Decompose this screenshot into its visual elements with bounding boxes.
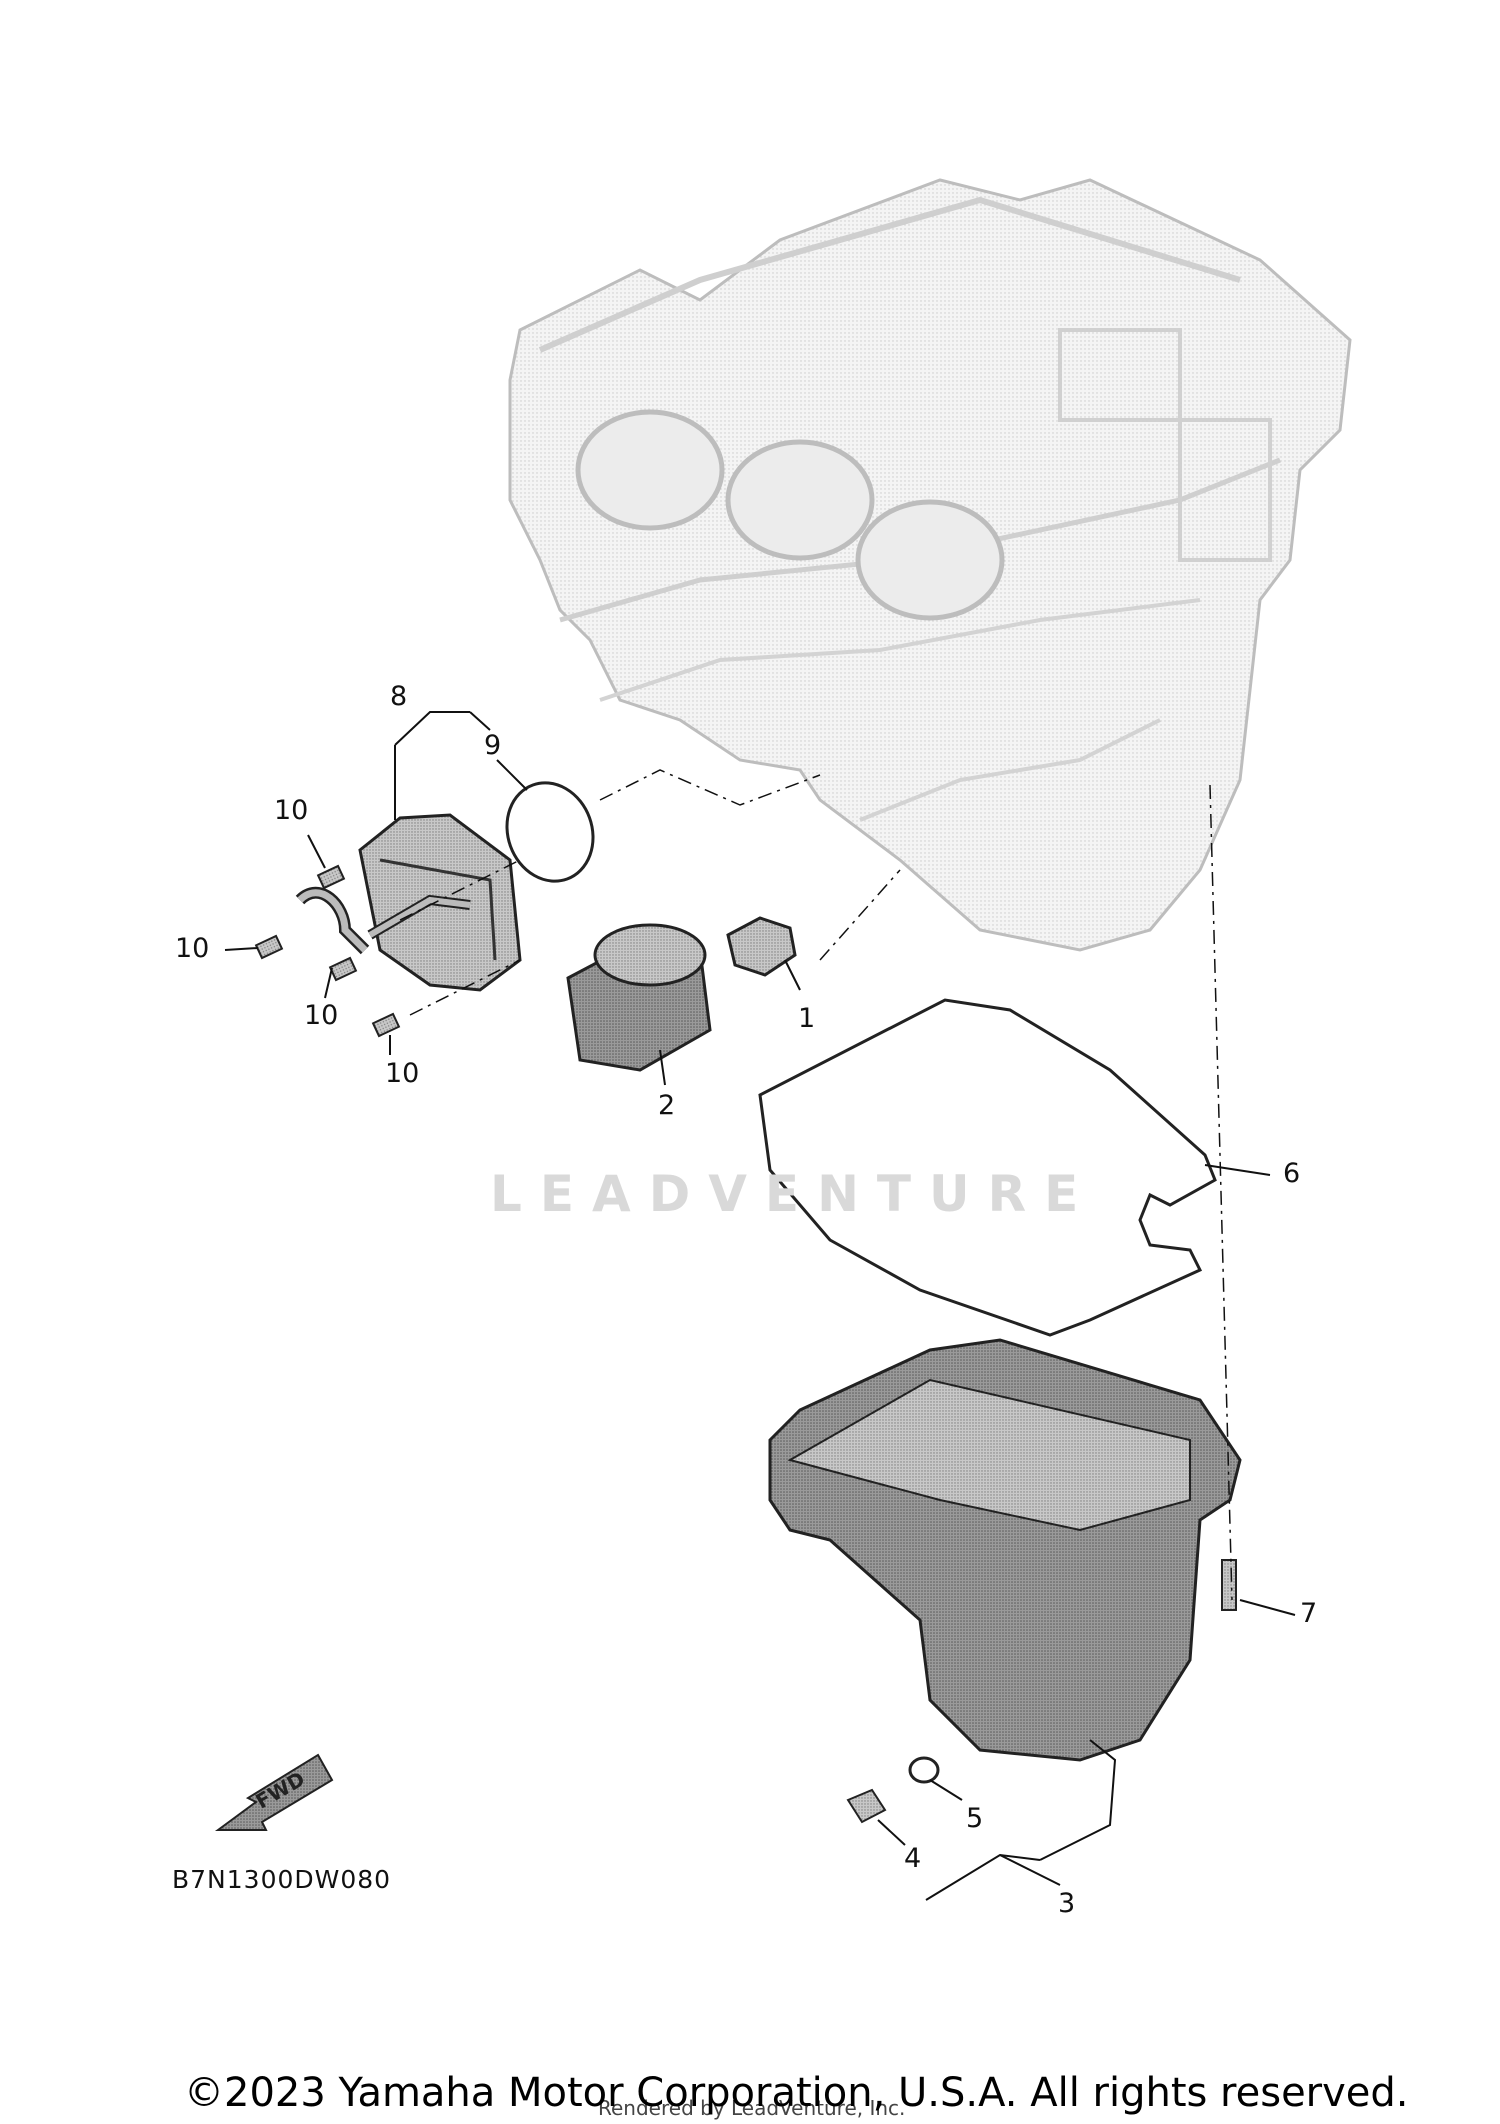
copyright: ©2023 Yamaha Motor Corporation, U.S.A. A… — [184, 2070, 1409, 2116]
diagram-code: B7N1300DW080 — [172, 1865, 392, 1894]
callout-3: 3 — [1058, 1888, 1076, 1919]
callout-1: 1 — [798, 1003, 816, 1034]
bolt-icon — [254, 934, 284, 960]
callout-10: 10 — [304, 1000, 339, 1031]
oil-pan-gasket — [758, 998, 1217, 1337]
oil-pan — [768, 1338, 1242, 1762]
callout-7: 7 — [1300, 1598, 1318, 1629]
callout-10: 10 — [385, 1058, 420, 1089]
callout-2: 2 — [658, 1090, 676, 1121]
drain-bolt-icon — [846, 1788, 887, 1824]
callout-8: 8 — [390, 681, 408, 712]
callout-10: 10 — [175, 933, 210, 964]
bolt-icon — [316, 864, 346, 890]
bolt-icon — [1221, 1559, 1237, 1611]
fwd-arrow-icon — [214, 1753, 334, 1831]
bolt-icon — [371, 1012, 401, 1038]
o-ring — [505, 781, 595, 883]
oil-filter — [566, 923, 712, 1072]
callout-9: 9 — [484, 730, 502, 761]
callout-4: 4 — [904, 1843, 922, 1874]
rendered-by: Rendered by LeadVenture, Inc. — [598, 2096, 906, 2120]
callout-10: 10 — [274, 795, 309, 826]
callout-6: 6 — [1283, 1158, 1301, 1189]
watermark: LEADVENTURE — [490, 1165, 1097, 1223]
callout-5: 5 — [966, 1803, 984, 1834]
bolt-icon — [328, 956, 358, 982]
drain-plug-gasket — [908, 1756, 940, 1784]
oil-cooler — [295, 813, 522, 992]
leader-lines — [224, 711, 1296, 1901]
dash-lines — [399, 769, 1233, 1601]
crankcase-illustration — [508, 178, 1352, 952]
union-bolt — [726, 916, 797, 977]
